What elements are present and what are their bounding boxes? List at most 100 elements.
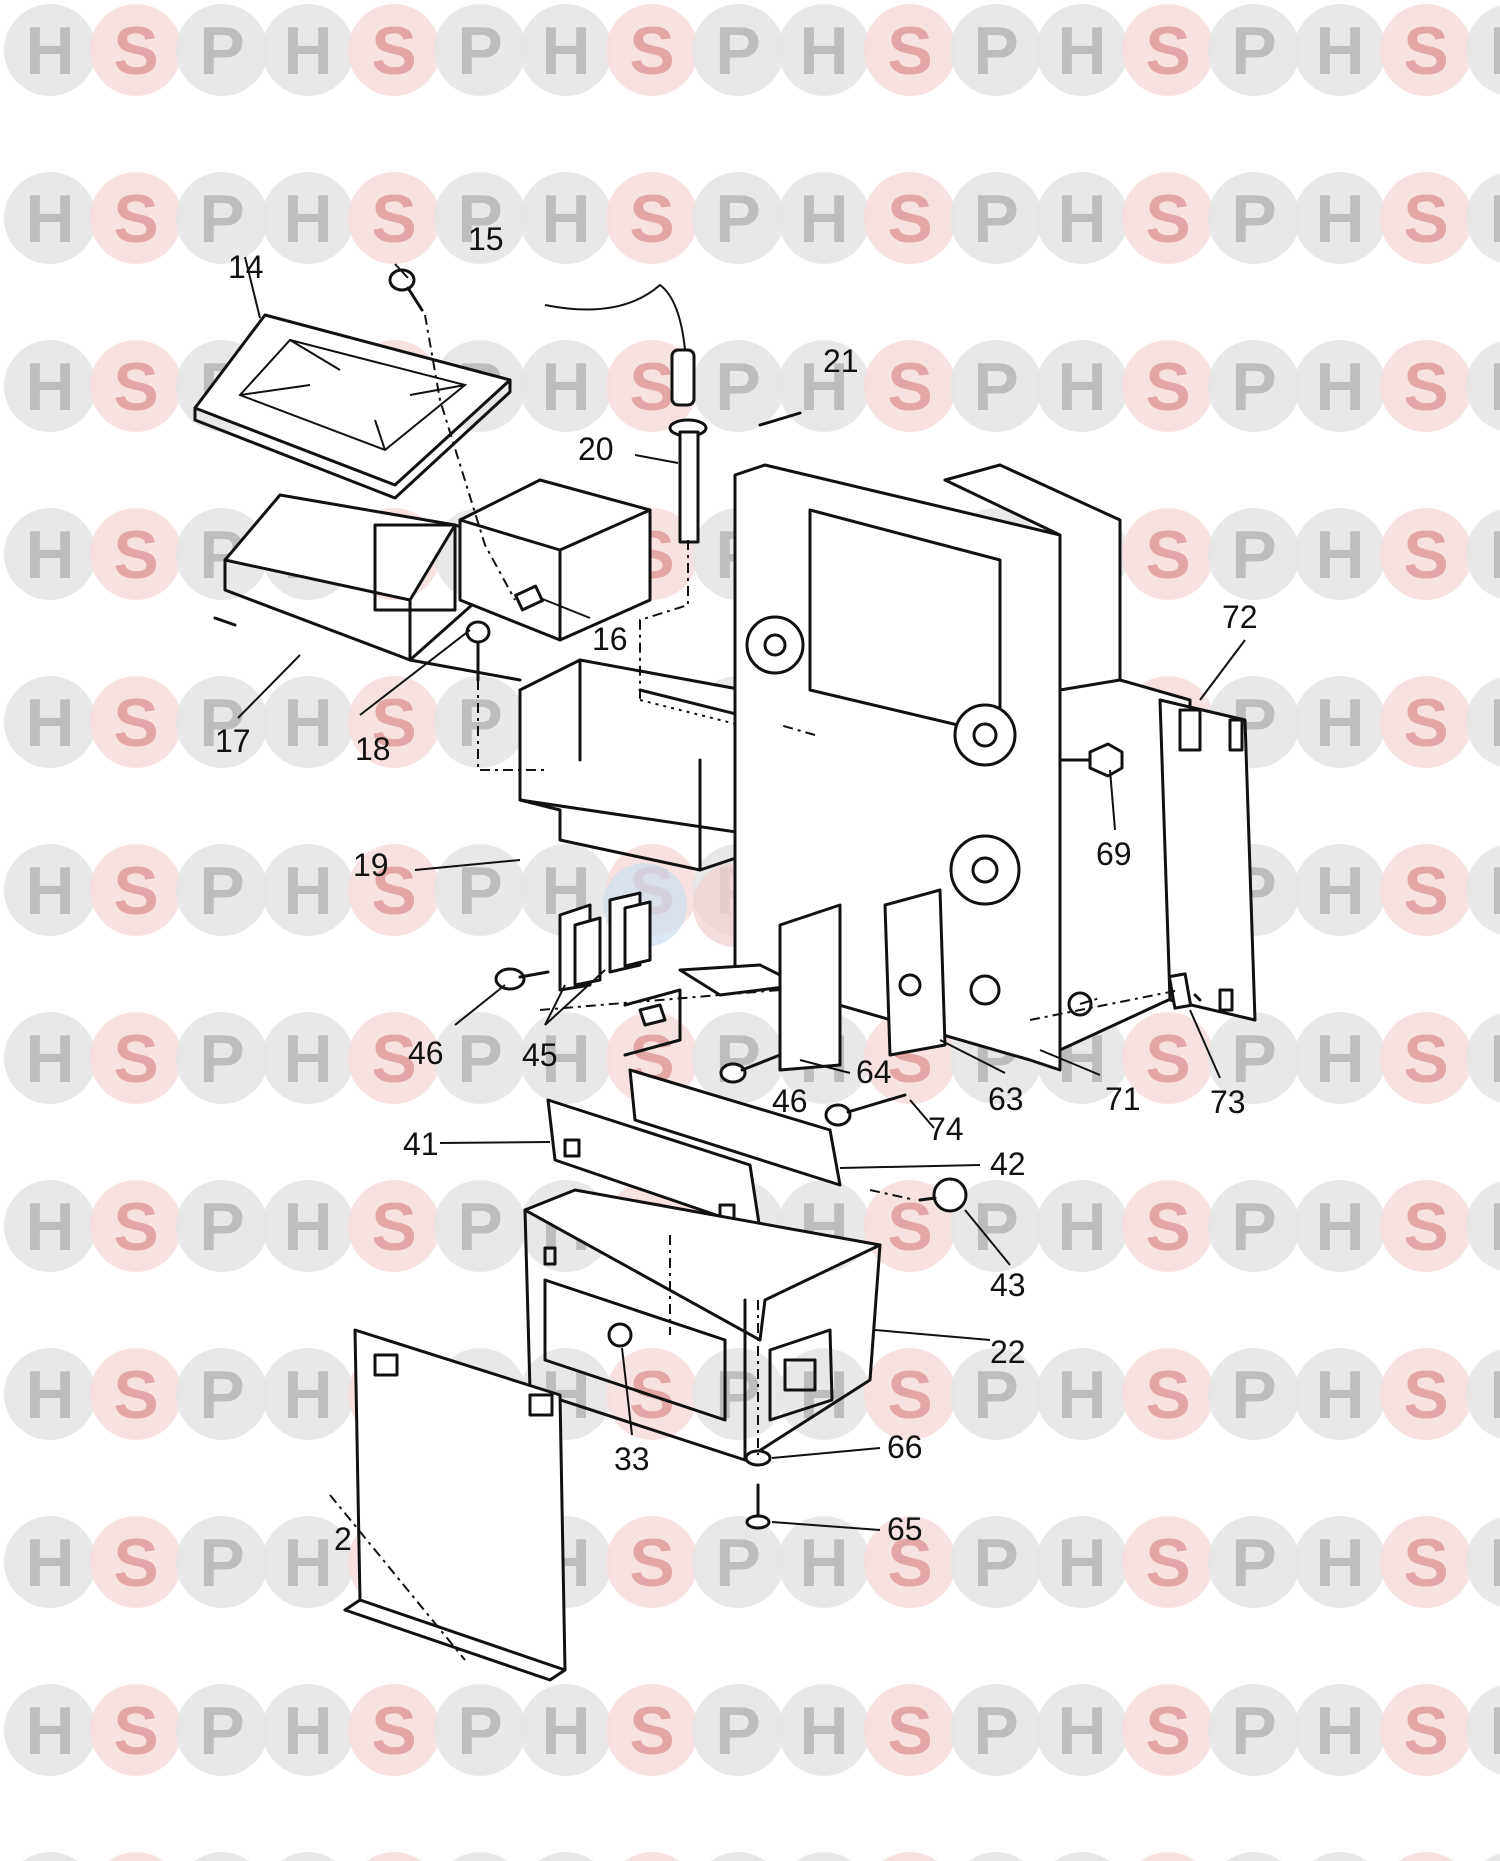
- watermark-circle: [606, 1012, 698, 1104]
- watermark-circle: [950, 1348, 1042, 1440]
- watermark-letter: H: [1057, 1357, 1106, 1433]
- part-box-behind-tray: [458, 478, 652, 642]
- part-14-cover-lid: [193, 313, 512, 500]
- watermark-letter: H: [1315, 1693, 1364, 1769]
- callout-74: 74: [928, 1111, 964, 1147]
- watermark-letter: H: [541, 1693, 590, 1769]
- callout-42: 42: [990, 1146, 1026, 1182]
- watermark-letter: P: [199, 1189, 244, 1265]
- callout-43: 43: [990, 1267, 1026, 1303]
- watermark-letter: S: [887, 1189, 932, 1265]
- watermark-letter: H: [1315, 1525, 1364, 1601]
- watermark-letter: S: [1145, 1525, 1190, 1601]
- watermark-letter: H: [25, 1693, 74, 1769]
- watermark-letter: P: [715, 181, 760, 257]
- watermark-circle: [778, 1684, 870, 1776]
- watermark-circle: [434, 1012, 526, 1104]
- watermark-circle: [262, 4, 354, 96]
- watermark-letter: S: [887, 1525, 932, 1601]
- callout-17: 17: [215, 723, 251, 759]
- watermark-circle: [262, 676, 354, 768]
- watermark-letter: H: [541, 13, 590, 89]
- watermark-circle: [1294, 676, 1386, 768]
- watermark-circle: [176, 1012, 268, 1104]
- watermark-circle: [1208, 1684, 1300, 1776]
- watermark-circle: [1466, 1349, 1500, 1439]
- watermark-letter: P: [973, 349, 1018, 425]
- watermark-circle: [692, 340, 784, 432]
- watermark-letter: S: [1145, 1693, 1190, 1769]
- watermark-letter: S: [113, 853, 158, 929]
- watermark-circle: [950, 340, 1042, 432]
- watermark-letter: P: [457, 1693, 502, 1769]
- watermark-letter: H: [283, 685, 332, 761]
- part-33-nut: [607, 1322, 633, 1348]
- watermark-letter: H: [1057, 1525, 1106, 1601]
- watermark-circle: [864, 1348, 956, 1440]
- watermark-circle: [262, 1684, 354, 1776]
- watermark-circle: [864, 340, 956, 432]
- watermark-letter: S: [113, 1021, 158, 1097]
- watermark-circle: [4, 340, 96, 432]
- watermark-letter: H: [1057, 181, 1106, 257]
- part-16-clip: [514, 584, 544, 612]
- watermark-circle: [1312, 1852, 1368, 1861]
- watermark-letter: P: [715, 1021, 760, 1097]
- watermark-letter: P: [1231, 1693, 1276, 1769]
- watermark-letter: P: [457, 13, 502, 89]
- watermark-circle: [1380, 844, 1472, 936]
- watermark-letter: P: [715, 13, 760, 89]
- watermark-circle: [710, 1852, 766, 1861]
- watermark-letter: S: [629, 13, 674, 89]
- watermark-circle: [1294, 1516, 1386, 1608]
- watermark-letter: H: [25, 853, 74, 929]
- part-2-front-panel: [343, 1328, 567, 1682]
- watermark-circle: [176, 676, 268, 768]
- watermark-circle: [606, 4, 698, 96]
- watermark-circle: [1466, 173, 1500, 263]
- watermark-circle: [262, 172, 354, 264]
- watermark-circle: [262, 1348, 354, 1440]
- watermark-circle: [1122, 4, 1214, 96]
- part-20-electrode: [544, 283, 708, 544]
- watermark-circle: [520, 340, 612, 432]
- watermark-letter: S: [1145, 181, 1190, 257]
- watermark-letter: P: [199, 853, 244, 929]
- watermark-circle: [90, 1516, 182, 1608]
- callout-15: 15: [468, 221, 504, 257]
- watermark-letter: S: [1145, 349, 1190, 425]
- watermark-letter: S: [1403, 517, 1448, 593]
- watermark-circle: [1466, 509, 1500, 599]
- watermark-letter: H: [1315, 1021, 1364, 1097]
- leader-lines: [237, 256, 1246, 1531]
- watermark-letter: P: [1489, 1357, 1500, 1433]
- callout-14: 14: [228, 249, 264, 285]
- watermark-letter: S: [1403, 1525, 1448, 1601]
- watermark-circle: [606, 172, 698, 264]
- watermark-letter: P: [1231, 349, 1276, 425]
- watermark-circle: [434, 676, 526, 768]
- watermark-letter: P: [199, 685, 244, 761]
- watermark-circle: [262, 1180, 354, 1272]
- watermark-letter: P: [1489, 1189, 1500, 1265]
- watermark-circle: [1380, 1516, 1472, 1608]
- watermark-circle: [1380, 1348, 1472, 1440]
- watermark-letter: H: [799, 1525, 848, 1601]
- watermark-letter: P: [973, 1693, 1018, 1769]
- watermark-circle: [520, 4, 612, 96]
- watermark-circle: [434, 172, 526, 264]
- watermark-letter: H: [1315, 181, 1364, 257]
- watermark-circle: [1380, 676, 1472, 768]
- watermark-circle: [176, 1348, 268, 1440]
- watermark-circle: [1036, 1684, 1128, 1776]
- watermark-letter: H: [25, 1525, 74, 1601]
- watermark-circle: [1380, 1684, 1472, 1776]
- watermark-circle: [1208, 1516, 1300, 1608]
- watermark-letter: S: [1145, 1357, 1190, 1433]
- watermark-circle: [950, 1180, 1042, 1272]
- watermark-circle: [176, 1180, 268, 1272]
- watermark-letter: S: [1145, 1021, 1190, 1097]
- watermark-circle: [864, 4, 956, 96]
- watermark-letter: S: [1403, 13, 1448, 89]
